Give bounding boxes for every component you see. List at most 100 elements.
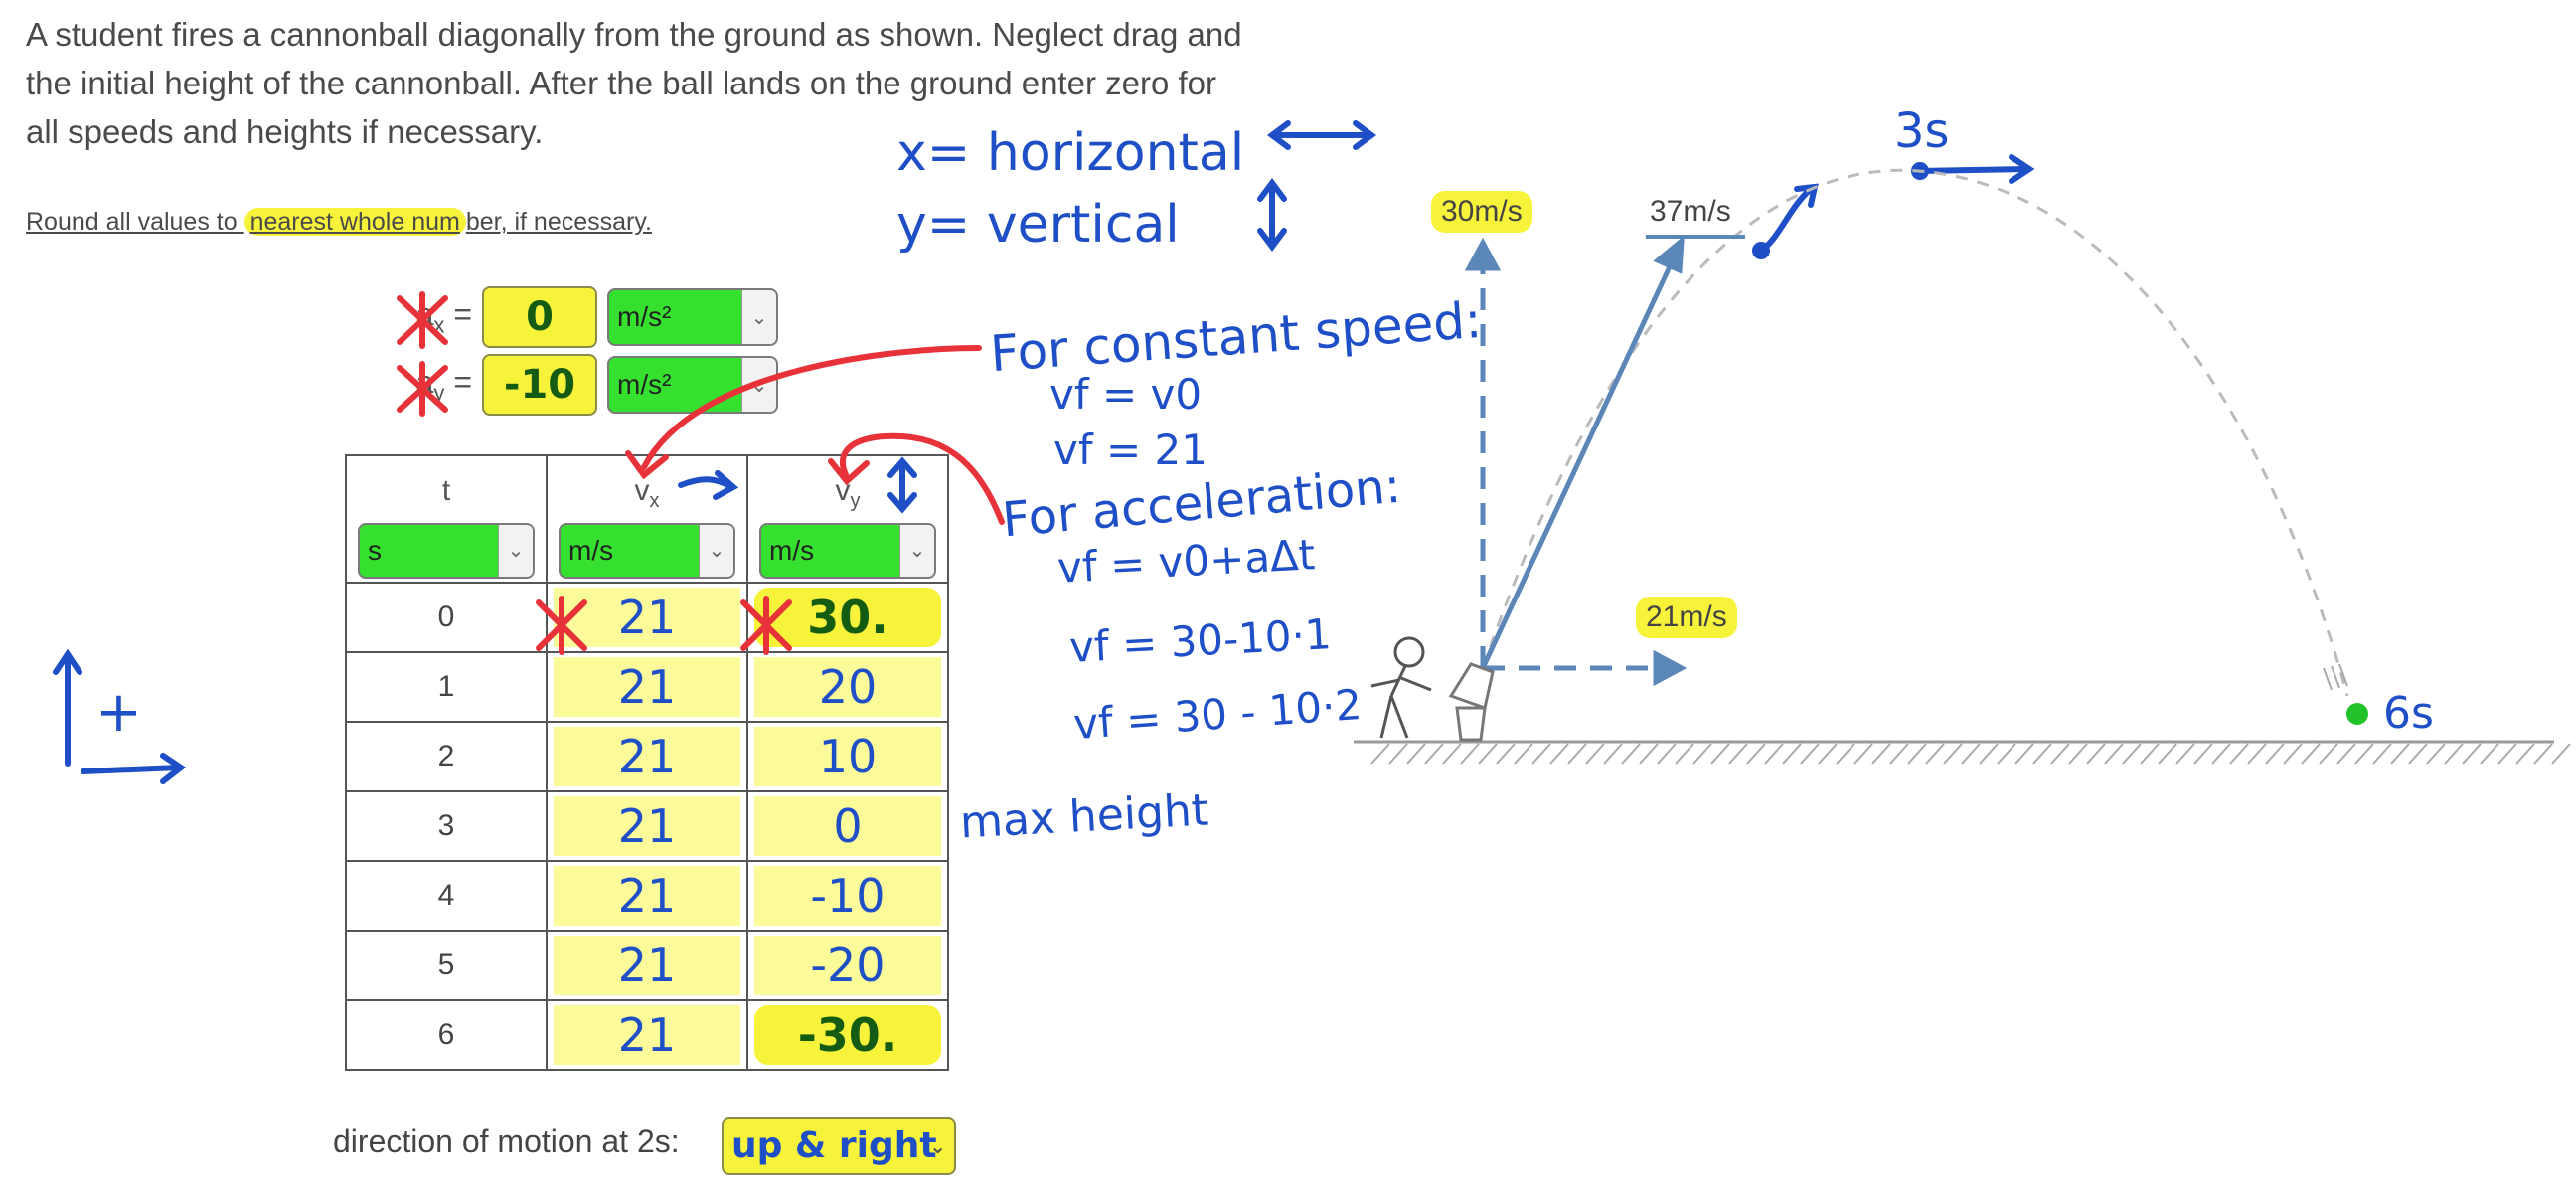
chevron-down-icon: ⌄: [899, 525, 934, 577]
vy-label: 30m/s: [1431, 191, 1532, 233]
vx-input[interactable]: 21: [554, 936, 740, 995]
vx-input[interactable]: 21: [554, 588, 740, 647]
launch-direction-arrow: [1758, 188, 1812, 254]
table-row: 5 21 -20: [345, 930, 949, 1001]
table-row: 4 21 -10: [345, 860, 949, 932]
dot-icon: [1752, 242, 1770, 259]
direction-select[interactable]: up & right⌄: [722, 1117, 956, 1175]
vy-cell: -20: [746, 930, 949, 1001]
table-row: 0 21 30.: [345, 582, 949, 653]
arrowhead-icon: [625, 450, 669, 480]
t-cell: 4: [345, 860, 548, 932]
rounding-prefix: Round all values to: [26, 208, 244, 236]
vy-input[interactable]: 30.: [754, 588, 941, 647]
table-row: 3 21 0: [345, 790, 949, 862]
ax-unit-select[interactable]: m/s²⌄: [607, 288, 778, 346]
red-arrow-to-vx: [641, 345, 982, 470]
chevron-down-icon: ⌄: [929, 1134, 946, 1158]
asterisk-icon: [536, 596, 587, 655]
y-definition-note: y= vertical: [896, 195, 1180, 255]
t-cell: 6: [345, 999, 548, 1071]
vy-input[interactable]: -30.: [754, 1005, 941, 1065]
arrowhead-icon: [887, 456, 917, 478]
velocity-vector: [1480, 260, 1675, 670]
vx-cell: 21: [546, 721, 748, 792]
table-row: 6 21 -30.: [345, 999, 949, 1071]
arrowhead-icon: [1353, 120, 1376, 150]
chevron-down-icon: ⌄: [498, 525, 533, 577]
arrowhead-icon: [713, 470, 739, 500]
top-velocity-arrow: [1915, 166, 2030, 174]
t-cell: 1: [345, 651, 548, 723]
acceleration-inputs: ax = 0 m/s²⌄ ay = -10 m/s²⌄: [393, 286, 778, 416]
arrowhead-icon: [1257, 228, 1287, 252]
vy-cell: 0: [746, 790, 949, 862]
arrowhead-icon: [2009, 154, 2035, 184]
vy-cell: 10: [746, 721, 949, 792]
vx-input[interactable]: 21: [554, 796, 740, 856]
ax-input[interactable]: 0: [482, 286, 597, 348]
direction-value: up & right: [731, 1125, 937, 1166]
ground-hatch: [1370, 743, 2571, 765]
header-t: t s⌄: [345, 454, 548, 584]
t-cell: 5: [345, 930, 548, 1001]
vx-input[interactable]: 21: [554, 657, 740, 717]
t-cell: 2: [345, 721, 548, 792]
vy-cell: -30.: [746, 999, 949, 1071]
cannon-icon: [1448, 662, 1495, 742]
top-time-label: 3s: [1894, 103, 1950, 159]
arrowhead-icon: [1267, 120, 1291, 150]
vy-input[interactable]: -20: [754, 936, 941, 995]
header-t-label: t: [441, 474, 451, 507]
vx-cell: 21: [546, 860, 748, 932]
chevron-down-icon: ⌄: [741, 290, 776, 344]
vy-input[interactable]: 20: [754, 657, 941, 717]
red-arrow-to-vy: [840, 432, 1005, 525]
table-row: 2 21 10: [345, 721, 949, 792]
vx-unit-select[interactable]: m/s⌄: [559, 523, 735, 579]
arrowhead-icon: [1464, 237, 1502, 271]
ay-input[interactable]: -10: [482, 354, 597, 416]
table-row: 1 21 20: [345, 651, 949, 723]
arrowhead-icon: [887, 492, 917, 514]
vx-input[interactable]: 21: [554, 866, 740, 926]
vy-input[interactable]: -10: [754, 866, 941, 926]
arrowhead-icon: [1653, 235, 1685, 274]
header-vy: vy m/s⌄: [746, 454, 949, 584]
rounding-suffix: ber, if necessary.: [465, 208, 652, 236]
constant-speed-eq1: vf = v0: [1049, 370, 1203, 419]
problem-statement: A student fires a cannonball diagonally …: [26, 16, 1242, 150]
t-cell: 3: [345, 790, 548, 862]
chevron-down-icon: ⌄: [699, 525, 733, 577]
vx-input[interactable]: 21: [554, 727, 740, 786]
vx-input[interactable]: 21: [554, 1005, 740, 1065]
vy-input[interactable]: 0: [754, 796, 941, 856]
x-axis-arrow: [80, 765, 182, 774]
vy-input[interactable]: 10: [754, 727, 941, 786]
constant-speed-eq2: vf = 21: [1053, 426, 1208, 474]
arrowhead-icon: [1257, 178, 1287, 202]
arrowhead-icon: [1653, 649, 1688, 687]
vx-cell: 21: [546, 790, 748, 862]
rounding-highlight: nearest whole num: [243, 208, 466, 236]
vy-cell: -10: [746, 860, 949, 932]
direction-label: direction of motion at 2s:: [333, 1123, 680, 1159]
land-time-label: 6s: [2383, 688, 2434, 739]
arrowhead-icon: [53, 648, 82, 675]
header-vx-label: vx: [634, 474, 660, 512]
asterisk-icon: [740, 596, 792, 655]
motion-lines: [2323, 663, 2348, 691]
vy-cell: 20: [746, 651, 949, 723]
asterisk-icon: [397, 361, 448, 417]
vx-cell: 21: [546, 582, 748, 653]
t-unit-select[interactable]: s⌄: [358, 523, 535, 579]
ax-row: ax = 0 m/s²⌄: [393, 286, 778, 348]
motion-table: t s⌄ vx m/s⌄ vy m/s⌄ 0 21 30. 1 21 20 2 …: [345, 454, 949, 1071]
x-definition-note: x= horizontal: [896, 123, 1245, 183]
v-label: 37m/s: [1650, 195, 1731, 228]
plus-sign-note: +: [95, 680, 142, 745]
cannonball-icon: [2346, 703, 2368, 725]
vy-unit-select[interactable]: m/s⌄: [759, 523, 936, 579]
